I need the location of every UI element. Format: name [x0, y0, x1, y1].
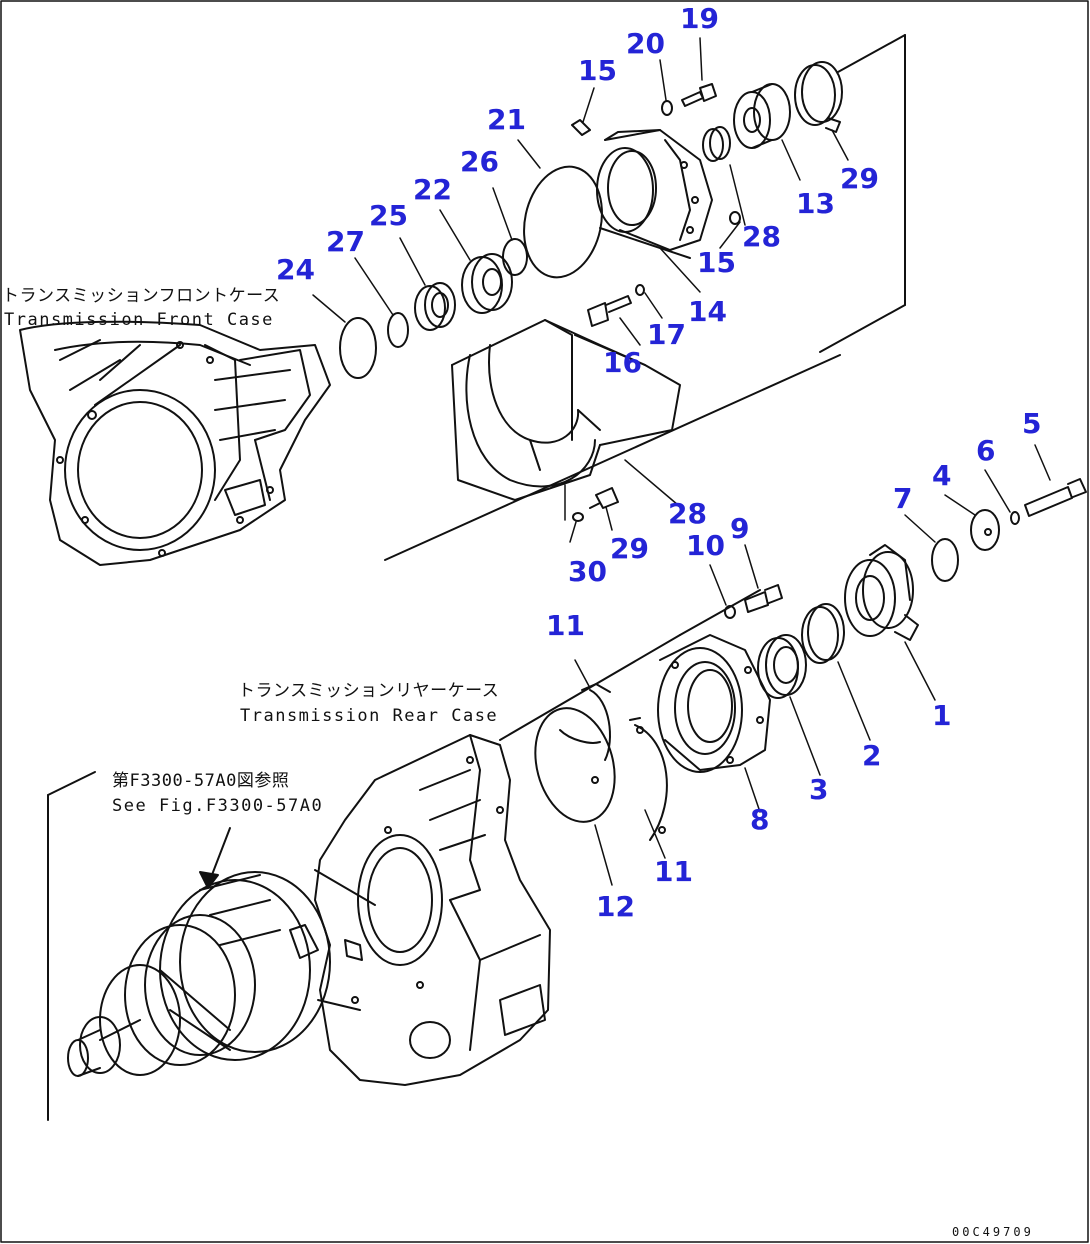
rear-case-en-label: Transmission Rear Case [240, 706, 499, 726]
part-number-10[interactable]: 10 [686, 529, 725, 562]
part-number-20[interactable]: 21 [487, 103, 526, 136]
upper-bracket-top [837, 34, 906, 73]
part-20-o-ring [523, 165, 603, 279]
part-13-coupling [733, 83, 791, 149]
part-4-plate [970, 509, 1000, 551]
part-29-bolt [589, 487, 619, 509]
part-25-ring [387, 312, 409, 348]
part-1-coupling [844, 544, 919, 641]
part-number-15[interactable]: 15 [578, 54, 617, 87]
upper-bracket-bottom [819, 304, 906, 353]
part-17-washer [635, 284, 645, 296]
front-case-en-label: Transmission Front Case [4, 310, 274, 330]
part-6-washer [1010, 511, 1020, 525]
part-number-12[interactable]: 12 [596, 890, 635, 923]
part-15-washer-lower [729, 211, 741, 225]
part-number-24[interactable]: 26 [460, 145, 499, 178]
part-number-1[interactable]: 1 [932, 699, 952, 732]
part-28-guard [451, 319, 681, 501]
part-number-9[interactable]: 9 [730, 512, 750, 545]
part-number-25[interactable]: 27 [326, 225, 365, 258]
part-30-washer [572, 512, 584, 522]
part-26-seal [702, 126, 731, 162]
part-27-dust-seal [794, 61, 843, 133]
see-fig-en-label: See Fig.F3300-57A0 [112, 796, 324, 816]
part-number-27[interactable]: 29 [840, 162, 879, 195]
part-number-3[interactable]: 3 [809, 773, 829, 806]
part-5-bolt [1024, 478, 1087, 517]
drawing-code: 00C49709 [952, 1225, 1034, 1239]
upper-leader-lines [312, 37, 849, 543]
part-number-7[interactable]: 7 [893, 482, 913, 515]
part-number-14[interactable]: 14 [688, 295, 727, 328]
front-case-jp-label: トランスミッションフロントケース [2, 286, 281, 306]
part-number-8[interactable]: 8 [750, 803, 770, 836]
part-24-ring [502, 238, 528, 276]
part-11-shim-lower [629, 717, 668, 841]
part-18-bolt [681, 83, 717, 107]
part-number-28[interactable]: 28 [668, 497, 707, 530]
part-15-bolt-upper [571, 119, 591, 136]
part-19-washer [661, 100, 673, 116]
lower-leader-lines [574, 444, 1051, 886]
part-number-23[interactable]: 25 [369, 199, 408, 232]
part-12-cover [534, 707, 616, 823]
part-number-6[interactable]: 6 [976, 434, 996, 467]
part-14-cage [596, 129, 713, 259]
part-number-17[interactable]: 17 [647, 318, 686, 351]
part-number-22[interactable]: 24 [276, 253, 315, 286]
part-number-19[interactable]: 20 [626, 27, 665, 60]
transmission-front-case [19, 320, 331, 566]
left-bracket-top [47, 771, 96, 796]
part-number-11b[interactable]: 11 [654, 855, 693, 888]
part-21-gear [461, 253, 513, 314]
part-16-bolt [587, 295, 632, 327]
part-number-13[interactable]: 13 [796, 187, 835, 220]
part-number-21[interactable]: 22 [413, 173, 452, 206]
part-23-bearing [414, 282, 456, 331]
upper-axis-line [384, 354, 841, 561]
part-2-seal [801, 603, 845, 664]
part-number-18[interactable]: 19 [680, 2, 719, 35]
part-22-snap-ring [339, 317, 377, 379]
transmission-rear-case [314, 734, 551, 1086]
transmission-assembly [67, 871, 331, 1077]
part-number-16[interactable]: 16 [603, 346, 642, 379]
part-number-30[interactable]: 30 [568, 555, 607, 588]
part-7-o-ring [931, 538, 959, 582]
part-3-bearing [757, 634, 807, 699]
part-number-5[interactable]: 5 [1022, 407, 1042, 440]
part-number-29[interactable]: 29 [610, 532, 649, 565]
part-number-26[interactable]: 28 [742, 220, 781, 253]
part-number-4[interactable]: 4 [932, 459, 952, 492]
lower-axis-line-2 [679, 589, 761, 636]
part-8-cage [657, 634, 771, 773]
see-fig-arrow [199, 827, 231, 889]
part-9-bolt [744, 584, 783, 613]
part-number-15b[interactable]: 15 [697, 246, 736, 279]
part-11-shim-upper [581, 683, 611, 761]
part-number-11[interactable]: 11 [546, 609, 585, 642]
rear-case-jp-label: トランスミッションリヤーケース [238, 681, 500, 701]
part-10-washer [724, 605, 736, 619]
see-fig-jp-label: 第F3300-57A0図参照 [112, 771, 290, 791]
part-number-2[interactable]: 2 [862, 739, 882, 772]
